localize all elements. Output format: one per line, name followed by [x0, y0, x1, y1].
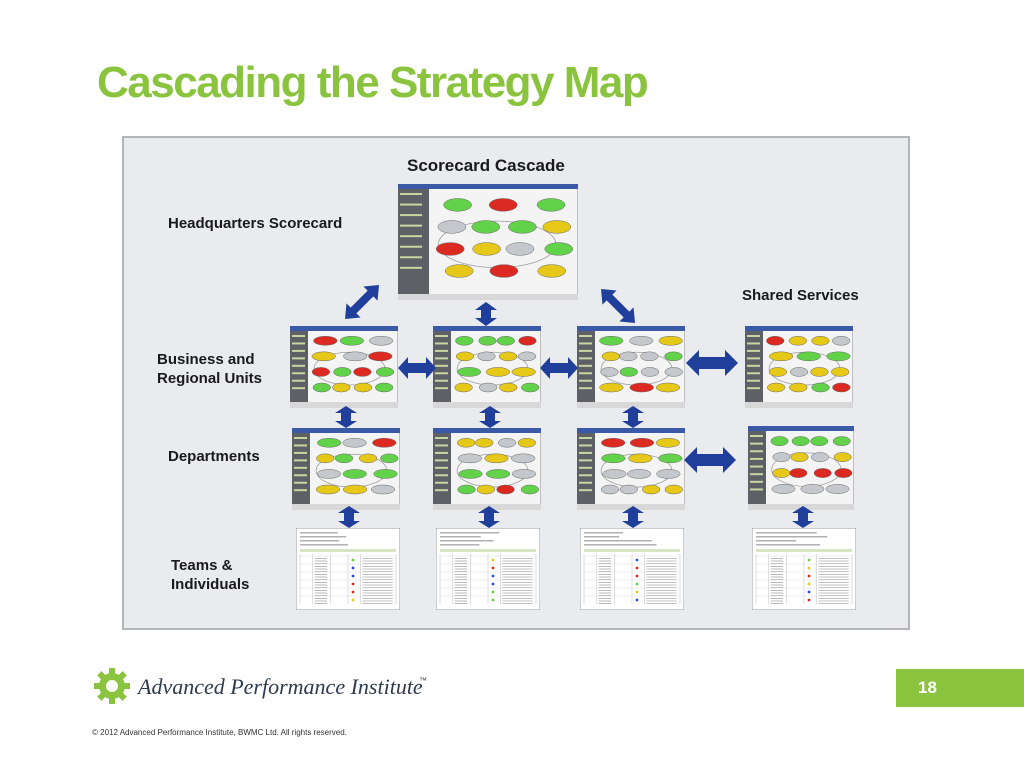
bu-strategy-map-thumbnail-3 [577, 326, 685, 408]
double-arrow-icon-dept-team-1 [338, 506, 360, 528]
double-arrow-icon-dept-team-4 [792, 506, 814, 528]
dept-strategy-map-thumbnail-2 [433, 428, 541, 510]
brand-name: Advanced Performance Institute [138, 674, 423, 699]
trademark-symbol: ™ [419, 676, 427, 685]
hq-strategy-map-thumbnail [398, 184, 578, 300]
label-business-units-line1: Business and [157, 351, 255, 368]
double-arrow-icon-dept-team-3 [622, 506, 644, 528]
double-arrow-icon-dept-shared [684, 447, 736, 473]
double-arrow-icon-dept-team-2 [478, 506, 500, 528]
bu-strategy-map-thumbnail-2 [433, 326, 541, 408]
copyright-notice: © 2012 Advanced Performance Institute, B… [92, 728, 347, 737]
double-arrow-icon-hq-down [475, 302, 497, 326]
label-shared-services: Shared Services [742, 286, 859, 305]
dept-strategy-map-thumbnail-1 [292, 428, 400, 510]
double-arrow-icon-bu-1-2 [398, 357, 436, 379]
label-business-units-line2: Regional Units [157, 370, 263, 387]
label-shared-services-text: Shared Services [742, 287, 859, 304]
double-arrow-icon-hq-left [345, 285, 379, 319]
label-headquarters-text: Headquarters Scorecard [168, 215, 343, 232]
double-arrow-icon-bu-dept-1 [335, 406, 357, 428]
team-scorecard-table-thumbnail-4 [752, 528, 856, 610]
label-headquarters: Headquarters Scorecard [168, 214, 342, 233]
double-arrow-icon-bu-dept-3 [622, 406, 644, 428]
label-departments-text: Departments [168, 448, 260, 465]
label-teams: Teams & Individuals [171, 556, 249, 594]
team-scorecard-table-thumbnail-3 [580, 528, 684, 610]
bu-strategy-map-thumbnail-1 [290, 326, 398, 408]
team-scorecard-table-thumbnail-2 [436, 528, 540, 610]
label-teams-line2: Individuals [171, 576, 250, 593]
gear-logo-icon [94, 668, 130, 704]
page-number-badge: 18 [896, 669, 1024, 707]
dept-strategy-map-thumbnail-3 [577, 428, 685, 510]
slide-title: Cascading the Strategy Map [97, 58, 649, 107]
label-teams-line1: Teams & [171, 557, 233, 574]
double-arrow-icon-bu-dept-2 [479, 406, 501, 428]
double-arrow-icon-bu-2-3 [540, 357, 578, 379]
diagram-title: Scorecard Cascade [407, 156, 565, 175]
shared-strategy-map-thumbnail-1 [745, 326, 853, 408]
double-arrow-icon-bu-shared [686, 350, 738, 376]
shared-strategy-map-thumbnail-2 [748, 426, 854, 510]
label-departments: Departments [168, 447, 260, 466]
team-scorecard-table-thumbnail-1 [296, 528, 400, 610]
double-arrow-icon-hq-right [601, 289, 635, 323]
